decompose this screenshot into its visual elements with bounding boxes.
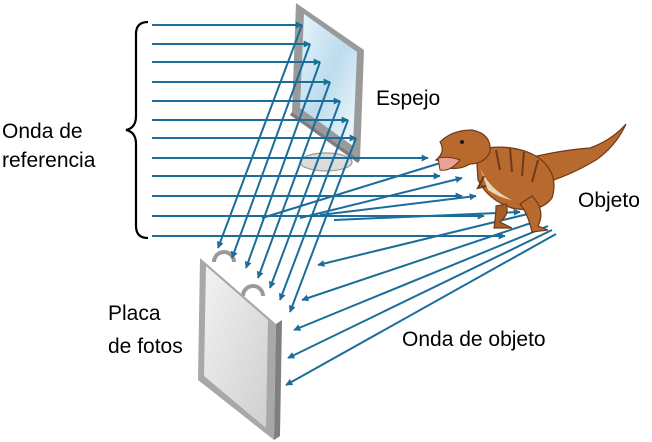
object-label: Objeto: [578, 189, 640, 212]
dinosaur-icon: [434, 123, 627, 233]
reflected-ray-to-plate: [230, 43, 311, 259]
reflected-ray-to-plate: [216, 24, 303, 249]
reflected-ray-to-plate: [278, 119, 349, 301]
reference-wave-label-line2: referencia: [2, 149, 96, 172]
reflected-ray-to-plate: [288, 137, 357, 313]
ray-group: [152, 21, 557, 386]
object-wave-ray-to-plate: [285, 233, 557, 386]
reflected-ray-to-plate: [256, 81, 331, 279]
reflected-ray-to-plate: [268, 100, 341, 289]
object-wave-label: Onda de objeto: [402, 328, 546, 351]
photo-plate-icon: [198, 250, 282, 440]
photo-plate-label-line2: de fotos: [108, 335, 183, 358]
mirror-label: Espejo: [376, 87, 440, 110]
curly-brace-icon: [125, 20, 149, 240]
object-wave-ray-to-plate: [301, 219, 541, 302]
photo-plate-label-line1: Placa: [108, 302, 161, 325]
reflected-ray-to-plate: [244, 61, 321, 269]
object-wave-ray: [319, 193, 477, 216]
object-wave-ray: [299, 176, 463, 219]
object-wave-ray-to-plate: [287, 229, 553, 359]
object-wave-ray: [261, 158, 451, 219]
object-wave-ray: [333, 208, 521, 221]
reference-wave-label-line1: Onda de: [2, 120, 83, 143]
object-wave-ray-to-plate: [293, 225, 549, 331]
